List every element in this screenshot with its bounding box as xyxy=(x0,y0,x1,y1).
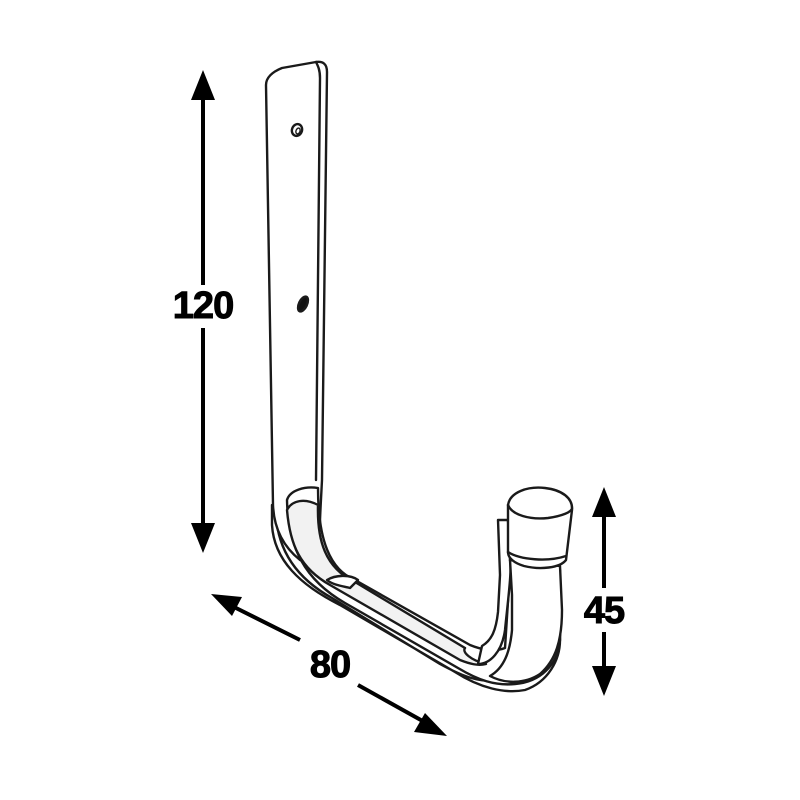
mounting-hole-lower-icon xyxy=(296,295,310,313)
arrow-up-icon xyxy=(592,487,616,517)
dimension-label-width: 80 xyxy=(310,644,350,686)
hook-arm-channel xyxy=(285,499,488,666)
arrow-down-right-icon xyxy=(414,713,447,736)
arrow-down-icon xyxy=(592,666,616,696)
hook-illustration xyxy=(264,60,574,693)
dimension-hook-height: 45 xyxy=(583,487,626,696)
dimension-line-diagonal-upper xyxy=(227,602,301,642)
hook-end-cap-seam xyxy=(506,550,568,561)
mounting-hole-upper-inner-icon xyxy=(295,127,301,135)
hook-end-cap-top xyxy=(506,503,574,520)
dimension-label-height: 120 xyxy=(173,285,233,327)
hook-upright-front xyxy=(488,558,564,683)
dimension-line-diagonal-lower xyxy=(357,683,429,726)
dimension-height-total: 120 xyxy=(172,70,235,553)
arrow-down-icon xyxy=(191,523,215,553)
hook-back-strap xyxy=(264,60,329,562)
arrow-up-icon xyxy=(191,70,215,100)
dimension-label-hook-height: 45 xyxy=(584,590,625,632)
hook-channel-end-left xyxy=(325,574,360,590)
hook-upright-post xyxy=(476,518,512,666)
dimension-width: 80 xyxy=(211,594,447,736)
arrow-up-left-icon xyxy=(211,594,242,616)
hook-strap-edge xyxy=(314,60,322,482)
